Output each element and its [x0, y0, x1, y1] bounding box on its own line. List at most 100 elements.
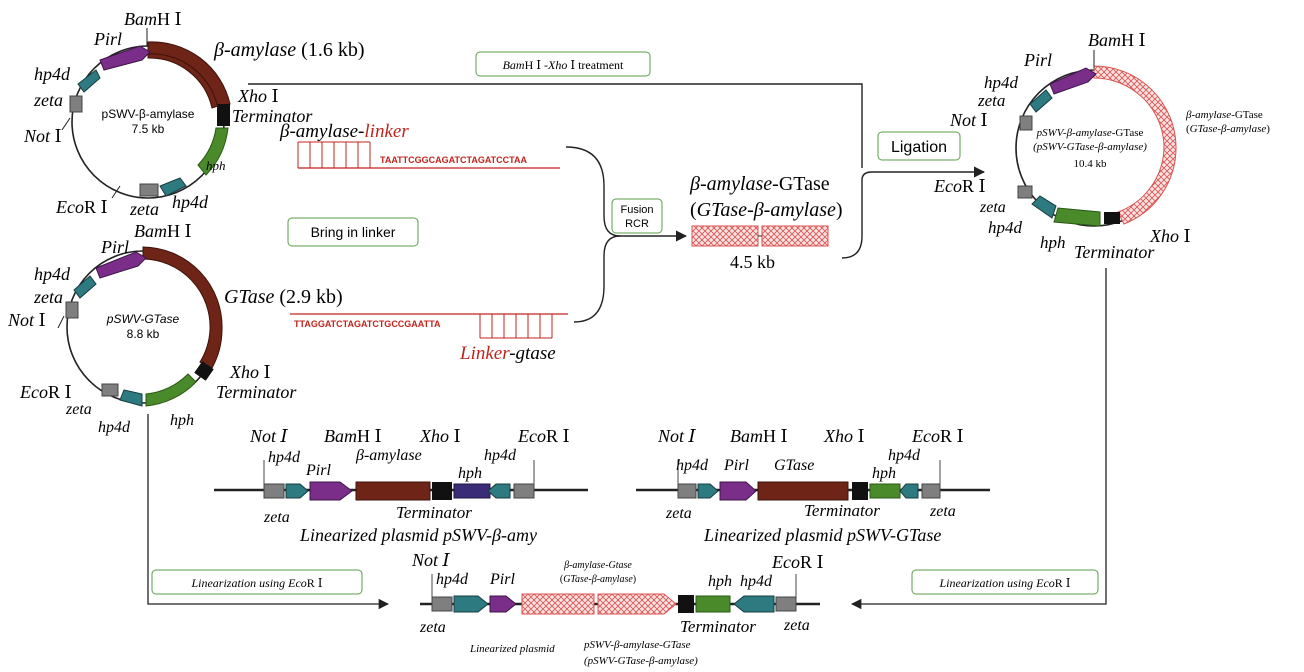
zeta-2-block	[775, 596, 797, 612]
gene-label-1: β-amylase-GTase	[1185, 109, 1263, 121]
zeta-top-block	[69, 95, 83, 113]
zeta-top-label: zeta	[33, 90, 63, 110]
plasmid-name-1: pSWV-β-amylase-GTase	[1036, 127, 1144, 139]
terminator-label: Terminator	[1074, 242, 1155, 262]
gene-label: β-amylase	[355, 447, 422, 464]
hph-block	[869, 483, 901, 499]
terminator-label: Terminator	[804, 501, 880, 520]
plasmid-size: 7.5 kb	[132, 122, 165, 136]
hp4d-bottom-label: hp4d	[98, 419, 131, 436]
pirl-segment	[99, 45, 151, 71]
hph-segment	[1053, 207, 1101, 227]
zeta-top-label: zeta	[33, 287, 63, 307]
gene-label: GTase	[774, 457, 814, 474]
linearization-flow: Linearization using EcoR Ⅰ Linearization…	[147, 268, 1107, 610]
terminator-label: Terminator	[232, 106, 313, 126]
hph-segment	[197, 127, 229, 176]
ligation-label: Ligation	[891, 139, 947, 156]
gtase-block	[757, 481, 849, 501]
ecori-label: EcoR Ⅰ	[19, 382, 72, 402]
plasmid-size: 10.4 kb	[1074, 158, 1108, 170]
hph-block	[453, 483, 491, 499]
linearize-left-arrow	[147, 414, 390, 610]
bamhi-label: BamH Ⅰ	[134, 221, 192, 241]
caption-b: pSWV-β-amylase-GTase	[583, 639, 691, 651]
gene-label-2: (GTase-β-amylase)	[560, 574, 636, 585]
hp4d-block	[285, 483, 309, 499]
zeta-bottom-block	[139, 183, 159, 197]
hp4d-top-segment	[1029, 89, 1053, 113]
ecori-label: EcoR Ⅰ	[55, 197, 108, 217]
zeta-block	[431, 596, 453, 612]
hp4d-bottom-segment	[1031, 195, 1057, 219]
terminator-label: Terminator	[216, 382, 297, 402]
fusion-block-right	[761, 225, 829, 247]
linearize-right-box	[911, 569, 1099, 595]
gene-label: GTase (2.9 kb)	[224, 286, 343, 308]
zeta-2-label: zeta	[929, 503, 956, 520]
bring-linker-label: Bring in linker	[311, 224, 396, 240]
noti-label: Not Ⅰ	[23, 126, 62, 146]
hp4d-top-label: hp4d	[984, 73, 1019, 92]
xhoi-label: Xho Ⅰ	[237, 86, 279, 106]
pirl-label: Pirl	[100, 237, 129, 257]
caption-c: (pSWV-GTase-β-amylase)	[584, 655, 698, 667]
terminator-block	[217, 104, 230, 126]
fusion-block-right	[597, 593, 677, 615]
caption: Linearized plasmid pSWV-GTase	[703, 525, 941, 545]
noti-label: Not Ⅰ	[7, 310, 46, 330]
zeta-2-label: zeta	[783, 617, 810, 634]
xhoi-label: Xho Ⅰ	[419, 426, 461, 446]
zeta-bottom-label: zeta	[979, 199, 1006, 216]
hp4d-bottom-segment	[119, 389, 143, 407]
hp4d-top-label: hp4d	[34, 264, 71, 284]
fusion-subtitle: (GTase-β-amylase)	[690, 199, 843, 221]
xhoi-label: Xho Ⅰ	[823, 426, 865, 446]
process-flow: BamH Ⅰ -Xho Ⅰ treatment β-amylase-linker…	[248, 51, 986, 364]
hph-label: hph	[1040, 233, 1066, 252]
zeta-bottom-block	[1017, 185, 1033, 199]
ligation-box	[877, 131, 961, 161]
hp4d-bottom-label: hp4d	[172, 192, 209, 212]
zeta-label: zeta	[665, 505, 692, 522]
zeta-label: zeta	[419, 619, 446, 636]
zeta-top-label: zeta	[977, 91, 1005, 110]
pirl-block	[719, 481, 757, 501]
plasmid-fusion: pSWV-β-amylase-GTase (pSWV-GTase-β-amyla…	[933, 30, 1270, 262]
zeta-bottom-label: zeta	[65, 401, 92, 418]
ecori-label: EcoR Ⅰ	[933, 176, 986, 196]
pirl-segment	[95, 251, 147, 279]
bamhi-label: BamH Ⅰ	[324, 426, 382, 446]
linker2-sequence: TTAGGATCTAGATCTGCCGAATTA	[294, 319, 441, 329]
noti-tick	[57, 315, 65, 329]
zeta-label: zeta	[263, 509, 290, 526]
xhoi-label: Xho Ⅰ	[229, 362, 271, 382]
pirl-block	[309, 481, 353, 501]
linearize-left-label: Linearization using EcoR Ⅰ	[190, 576, 322, 590]
zeta-block	[263, 483, 285, 499]
plasmid-name: pSWV-β-amylase	[102, 107, 195, 121]
hph-label: hph	[872, 465, 896, 482]
terminator-block	[852, 482, 868, 500]
noti-label: Not Ⅰ	[949, 110, 988, 130]
hp4d-top-segment	[77, 69, 101, 93]
beta-amylase-block	[355, 481, 431, 501]
linker2-title: Linker-gtase	[459, 343, 556, 364]
linear-plasmid-beta-amylase: Not Ⅰ BamH Ⅰ Xho Ⅰ EcoR Ⅰ hp4d Pirl β-am…	[214, 426, 588, 545]
terminator-block	[432, 482, 452, 500]
linearize-left-box	[151, 569, 363, 595]
pirl-label: Pirl	[1023, 50, 1052, 70]
hp4d-2-block	[899, 483, 919, 499]
terminator-block	[1104, 212, 1120, 224]
ecori-label: EcoR Ⅰ	[911, 426, 964, 446]
hp4d-top-segment	[73, 275, 97, 299]
hp4d-2-label: hp4d	[740, 573, 773, 590]
terminator-label: Terminator	[396, 503, 472, 522]
hph-label: hph	[708, 573, 732, 590]
pirl-label: Pirl	[93, 29, 122, 49]
hph-label: hph	[206, 158, 226, 173]
fusion-size: 4.5 kb	[730, 252, 775, 272]
gene-label: β-amylase (1.6 kb)	[213, 39, 365, 61]
treatment-label: BamH Ⅰ -Xho Ⅰ treatment	[503, 58, 624, 72]
